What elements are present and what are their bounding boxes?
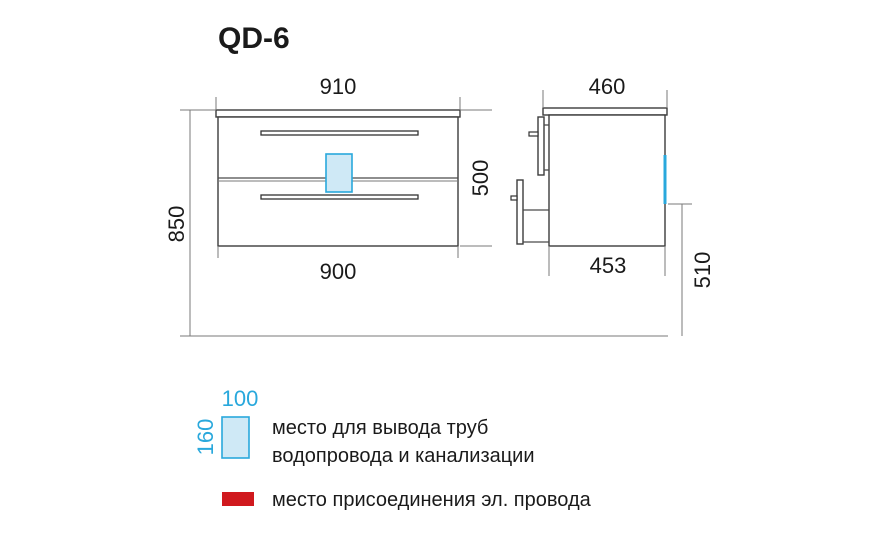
legend-pipe-line2: водопровода и канализации (272, 445, 535, 467)
front-countertop (215, 109, 461, 118)
dim-floor-to-bottom: 510 (690, 252, 715, 289)
legend-pipe-width: 100 (222, 386, 259, 411)
legend-pipe-height: 160 (193, 419, 218, 456)
dim-bottom-depth: 453 (590, 253, 627, 278)
side-lower-drawer-front (516, 179, 524, 245)
front-view (215, 109, 461, 247)
side-upper-handle (528, 131, 539, 137)
legend: 100 160 место для вывода труб водопровод… (193, 386, 592, 511)
upper-drawer-handle (260, 130, 419, 136)
dim-top-width: 910 (320, 74, 357, 99)
side-upper-drawer-front (537, 116, 545, 176)
legend-pipe-line1: место для вывода труб (272, 417, 488, 439)
dim-bottom-width: 900 (320, 259, 357, 284)
legend-electric-swatch (222, 492, 254, 506)
side-countertop (542, 107, 668, 116)
dim-cabinet-height: 500 (468, 160, 493, 197)
dim-total-height: 850 (164, 206, 189, 243)
side-cabinet-body (548, 114, 666, 247)
side-view (510, 107, 668, 247)
side-lower-handle (510, 195, 518, 201)
model-title: QD-6 (218, 22, 290, 55)
legend-electric-text: место присоединения эл. провода (272, 489, 592, 511)
dim-top-depth: 460 (589, 74, 626, 99)
legend-pipe-swatch (221, 416, 250, 459)
pipe-outlet-zone (325, 153, 353, 193)
lower-drawer-handle (260, 194, 419, 200)
